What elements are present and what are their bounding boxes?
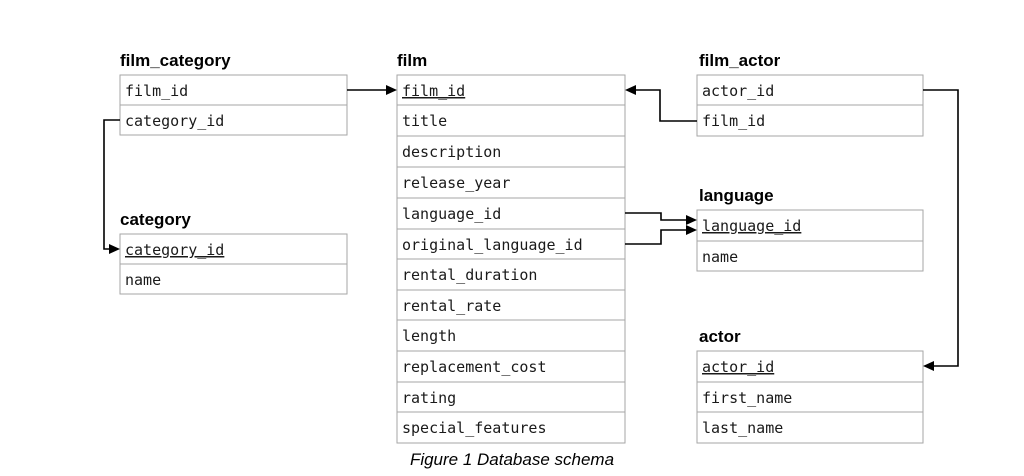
field-film-length: length [402,327,456,345]
connector-line [625,212,688,221]
field-film-original-language-id: original_language_id [402,236,583,254]
field-cell [696,240,924,272]
table-title-language: language [699,186,774,205]
field-cell [396,166,626,199]
table-row: original_language_id [396,228,626,260]
table-row: language_id [396,197,626,230]
table-film: film film_id title description release_y… [396,51,626,444]
table-film-category: film_category film_id category_id [119,51,348,136]
field-cell [396,411,626,444]
field-film-actor-film-id: film_id [702,112,765,130]
table-row: rental_rate [396,289,626,321]
arrowhead-right-icon [109,244,120,254]
arrowhead-right-icon [686,225,697,235]
table-row: replacement_cost [396,350,626,383]
field-film-rating: rating [402,389,456,407]
field-film-actor-actor-id: actor_id [702,82,774,100]
figure-caption: Figure 1 Database schema [409,450,615,469]
table-title-film-actor: film_actor [699,51,781,70]
table-row: category_id [119,104,348,136]
arrowhead-right-icon [686,215,697,225]
table-title-film-category: film_category [120,51,231,70]
field-cell [396,258,626,291]
field-cell [396,350,626,383]
field-actor-actor-id-pk: actor_id [702,358,774,376]
table-row: language_id [696,209,924,242]
arrowhead-right-icon [386,85,397,95]
field-film-release-year: release_year [402,174,510,192]
connector-line [923,89,959,367]
field-film-category-category-id: category_id [125,112,224,130]
connector-line [103,119,120,250]
field-film-description: description [402,143,501,161]
table-row: name [119,263,348,295]
field-cell [396,104,626,137]
table-row: category_id [119,233,348,265]
table-row: last_name [696,411,924,444]
field-film-rental-duration: rental_duration [402,266,537,284]
field-cell [119,104,348,136]
field-cell [396,289,626,321]
relationship-film-actor-to-actor [923,89,959,371]
connector-line [634,89,697,122]
field-cell [119,74,348,106]
field-cell [696,411,924,444]
relationship-film-original-language-to-language [625,225,697,245]
relationship-film-actor-to-film [625,85,697,122]
field-category-category-id-pk: category_id [125,241,224,259]
table-row: rating [396,381,626,413]
field-cell [696,209,924,242]
field-film-replacement-cost: replacement_cost [402,358,547,376]
field-category-name: name [125,271,161,289]
arrowhead-left-icon [625,85,636,95]
table-row: film_id [396,74,626,106]
relationship-film-language-to-language [625,212,697,225]
table-row: release_year [396,166,626,199]
relationship-film-category-to-category [103,119,120,254]
table-title-actor: actor [699,327,741,346]
field-film-rental-rate: rental_rate [402,297,501,315]
field-actor-first-name: first_name [702,389,792,407]
table-row: rental_duration [396,258,626,291]
relationship-film-category-to-film [347,85,397,95]
table-row: title [396,104,626,137]
table-title-film: film [397,51,427,70]
connector-line [625,229,688,245]
field-cell [396,228,626,260]
table-row: actor_id [696,350,924,383]
field-actor-last-name: last_name [702,419,783,437]
table-row: name [696,240,924,272]
table-row: film_id [696,104,924,137]
table-title-category: category [120,210,191,229]
field-cell [119,263,348,295]
field-film-special-features: special_features [402,419,547,437]
field-film-language-id: language_id [402,205,501,223]
table-film-actor: film_actor actor_id film_id [696,51,924,137]
table-language: language language_id name [696,186,924,272]
field-film-category-film-id: film_id [125,82,188,100]
table-row: first_name [696,381,924,413]
field-language-name: name [702,248,738,266]
table-category: category category_id name [119,210,348,295]
table-row: length [396,319,626,352]
field-cell [119,233,348,265]
table-row: description [396,135,626,168]
table-actor: actor actor_id first_name last_name [696,327,924,444]
field-film-film-id-pk: film_id [402,82,465,100]
field-language-language-id-pk: language_id [702,217,801,235]
field-cell [696,350,924,383]
table-row: film_id [119,74,348,106]
arrowhead-left-icon [923,361,934,371]
table-row: special_features [396,411,626,444]
table-row: actor_id [696,74,924,106]
field-film-title: title [402,112,447,130]
field-cell [696,74,924,106]
field-cell [696,381,924,413]
